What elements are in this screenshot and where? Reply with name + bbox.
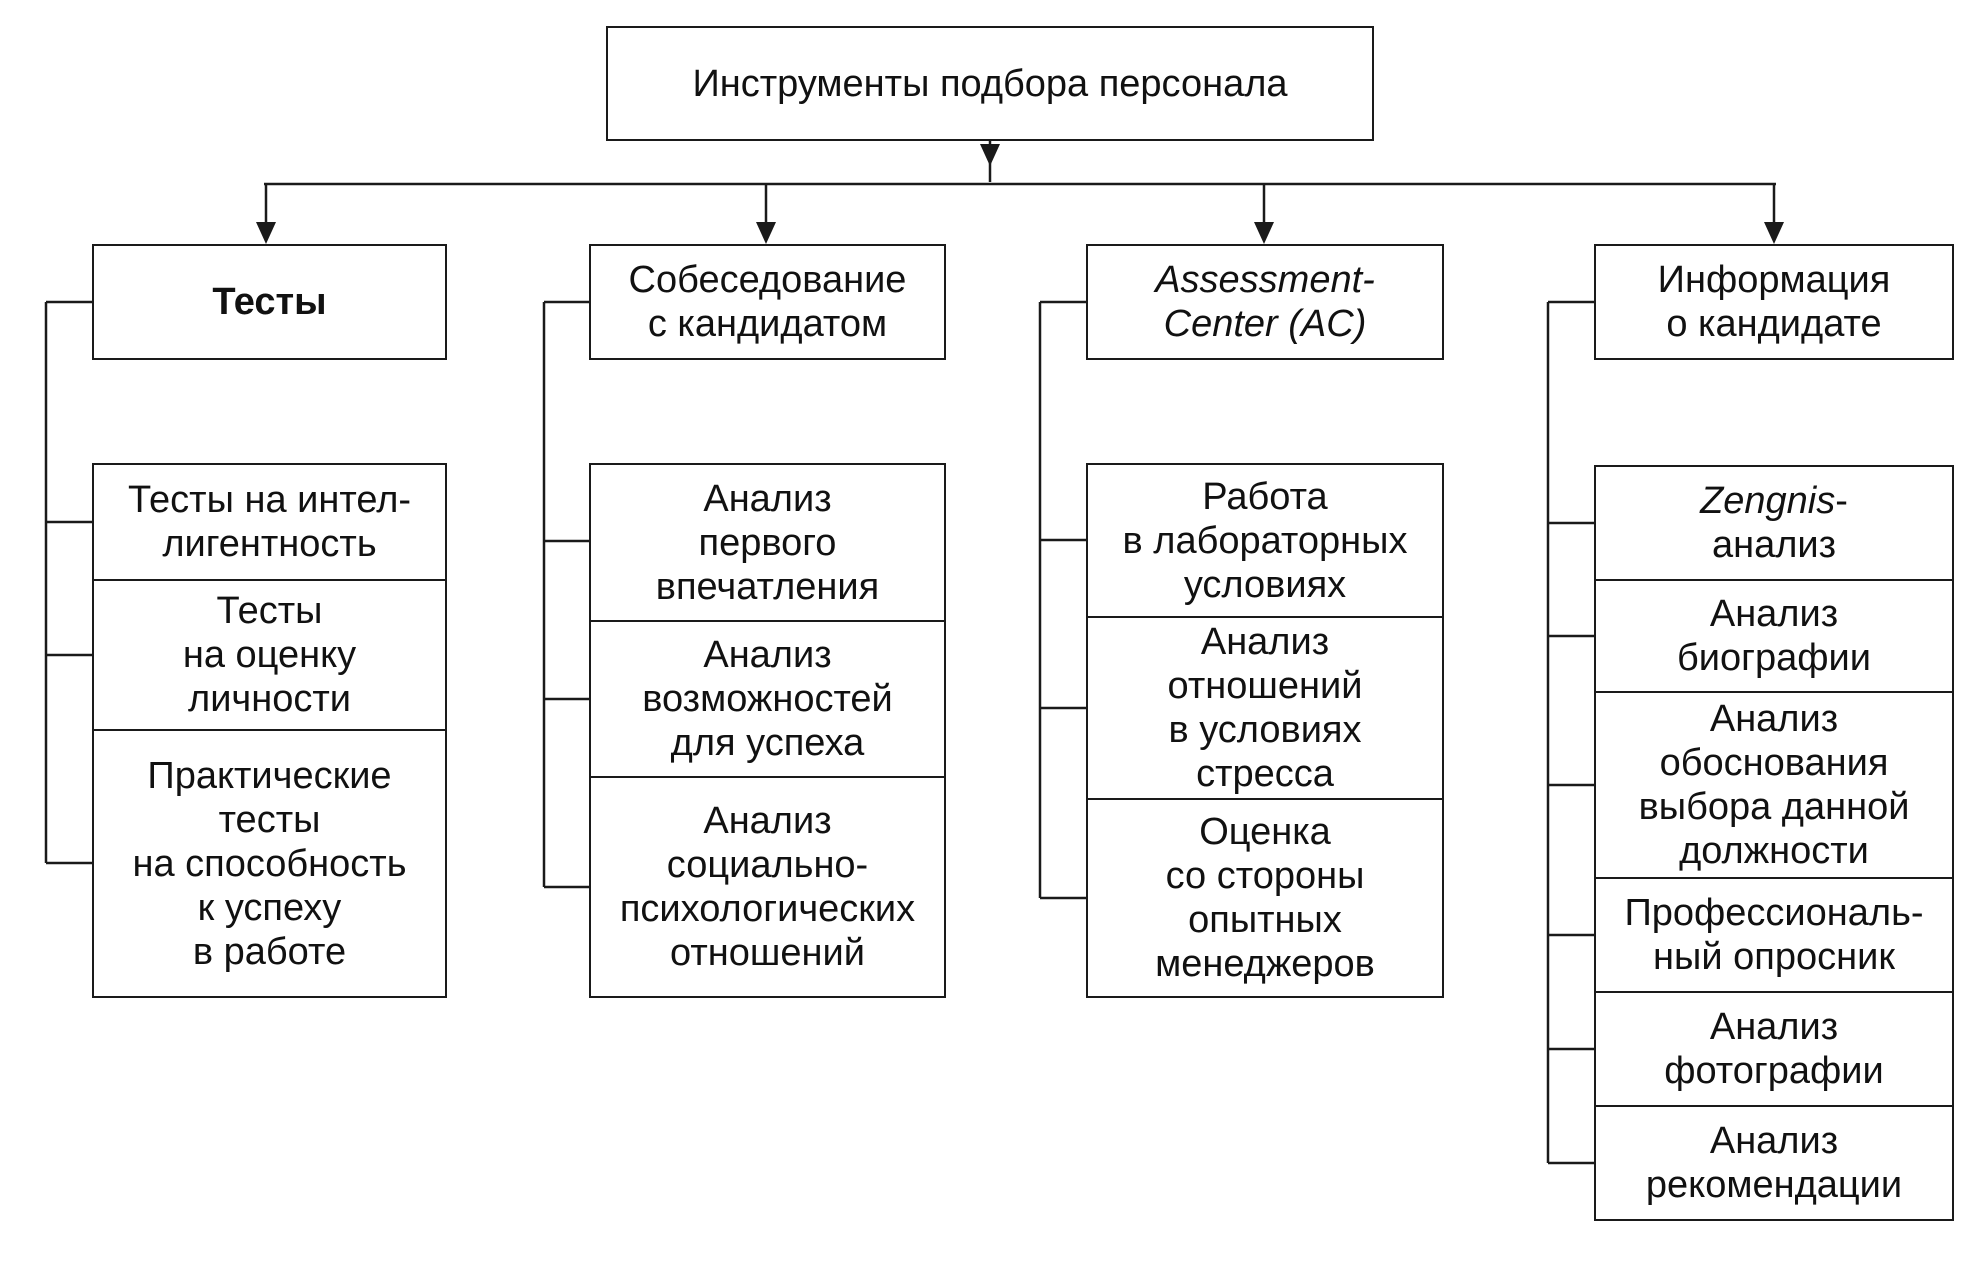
item-label: Анализ социально- психологических отноше… [619, 800, 916, 974]
column-head-interview: Собеседование с кандидатом [589, 244, 946, 360]
root-label: Инструменты подбора персонала [692, 62, 1288, 105]
column-head-assessment-center: Assessment- Center (AC) [1086, 244, 1444, 360]
item-biography: Анализ биографии [1594, 579, 1954, 693]
item-label: Профессиональ- ный опросник [1624, 892, 1924, 978]
item-label: Анализ биографии [1677, 593, 1871, 679]
item-label: Тесты на интел- лигентность [127, 479, 412, 565]
item-label: Анализ фотографии [1664, 1006, 1884, 1092]
item-recommendation-analysis: Анализ рекомендации [1594, 1105, 1954, 1221]
item-label: Zengnis-анализ [1700, 480, 1848, 566]
item-tests-intelligence: Тесты на интел- лигентность [92, 463, 447, 581]
head-arrow-head [256, 222, 276, 244]
item-label: Анализ отношений в условиях стресса [1167, 621, 1363, 795]
item-sociopsychological: Анализ социально- психологических отноше… [589, 776, 946, 998]
item-photo-analysis: Анализ фотографии [1594, 991, 1954, 1107]
item-zengnis-analysis: Zengnis-анализ [1594, 465, 1954, 581]
column-head-label: Assessment- Center (AC) [1155, 259, 1375, 345]
column-head-label: Собеседование с кандидатом [628, 259, 907, 345]
item-italic-prefix: Zengnis [1700, 480, 1836, 522]
item-manager-assessment: Оценка со стороны опытных менеджеров [1086, 798, 1444, 998]
item-position-choice: Анализ обоснования выбора данной должнос… [1594, 691, 1954, 879]
item-label: Оценка со стороны опытных менеджеров [1155, 811, 1375, 985]
head-arrow-head [756, 222, 776, 244]
item-label: Анализ обоснования выбора данной должнос… [1638, 698, 1910, 872]
column-head-candidate-info: Информация о кандидате [1594, 244, 1954, 360]
item-label: Анализ рекомендации [1645, 1120, 1903, 1206]
item-label: Анализ первого впечатления [655, 477, 880, 608]
item-stress-relations: Анализ отношений в условиях стресса [1086, 616, 1444, 800]
root-arrow-head [980, 144, 1000, 166]
head-arrow-head [1764, 222, 1784, 244]
column-head-tests: Тесты [92, 244, 447, 360]
item-label: Практические тесты на способность к успе… [132, 754, 407, 973]
item-label: Тесты на оценку личности [182, 590, 357, 720]
item-first-impression: Анализ первого впечатления [589, 463, 946, 622]
item-tests-practical: Практические тесты на способность к успе… [92, 729, 447, 998]
root-box: Инструменты подбора персонала [606, 26, 1374, 141]
item-tests-personality: Тесты на оценку личности [92, 579, 447, 731]
item-professional-questionnaire: Профессиональ- ный опросник [1594, 877, 1954, 993]
head-arrow-head [1254, 222, 1274, 244]
column-head-label: Тесты [212, 281, 327, 323]
item-label: Анализ возможностей для успеха [642, 634, 893, 764]
item-lab-conditions: Работа в лабораторных условиях [1086, 463, 1444, 618]
item-success-opportunities: Анализ возможностей для успеха [589, 620, 946, 778]
item-label: Работа в лабораторных условиях [1122, 475, 1408, 606]
column-head-label: Информация о кандидате [1657, 259, 1891, 345]
